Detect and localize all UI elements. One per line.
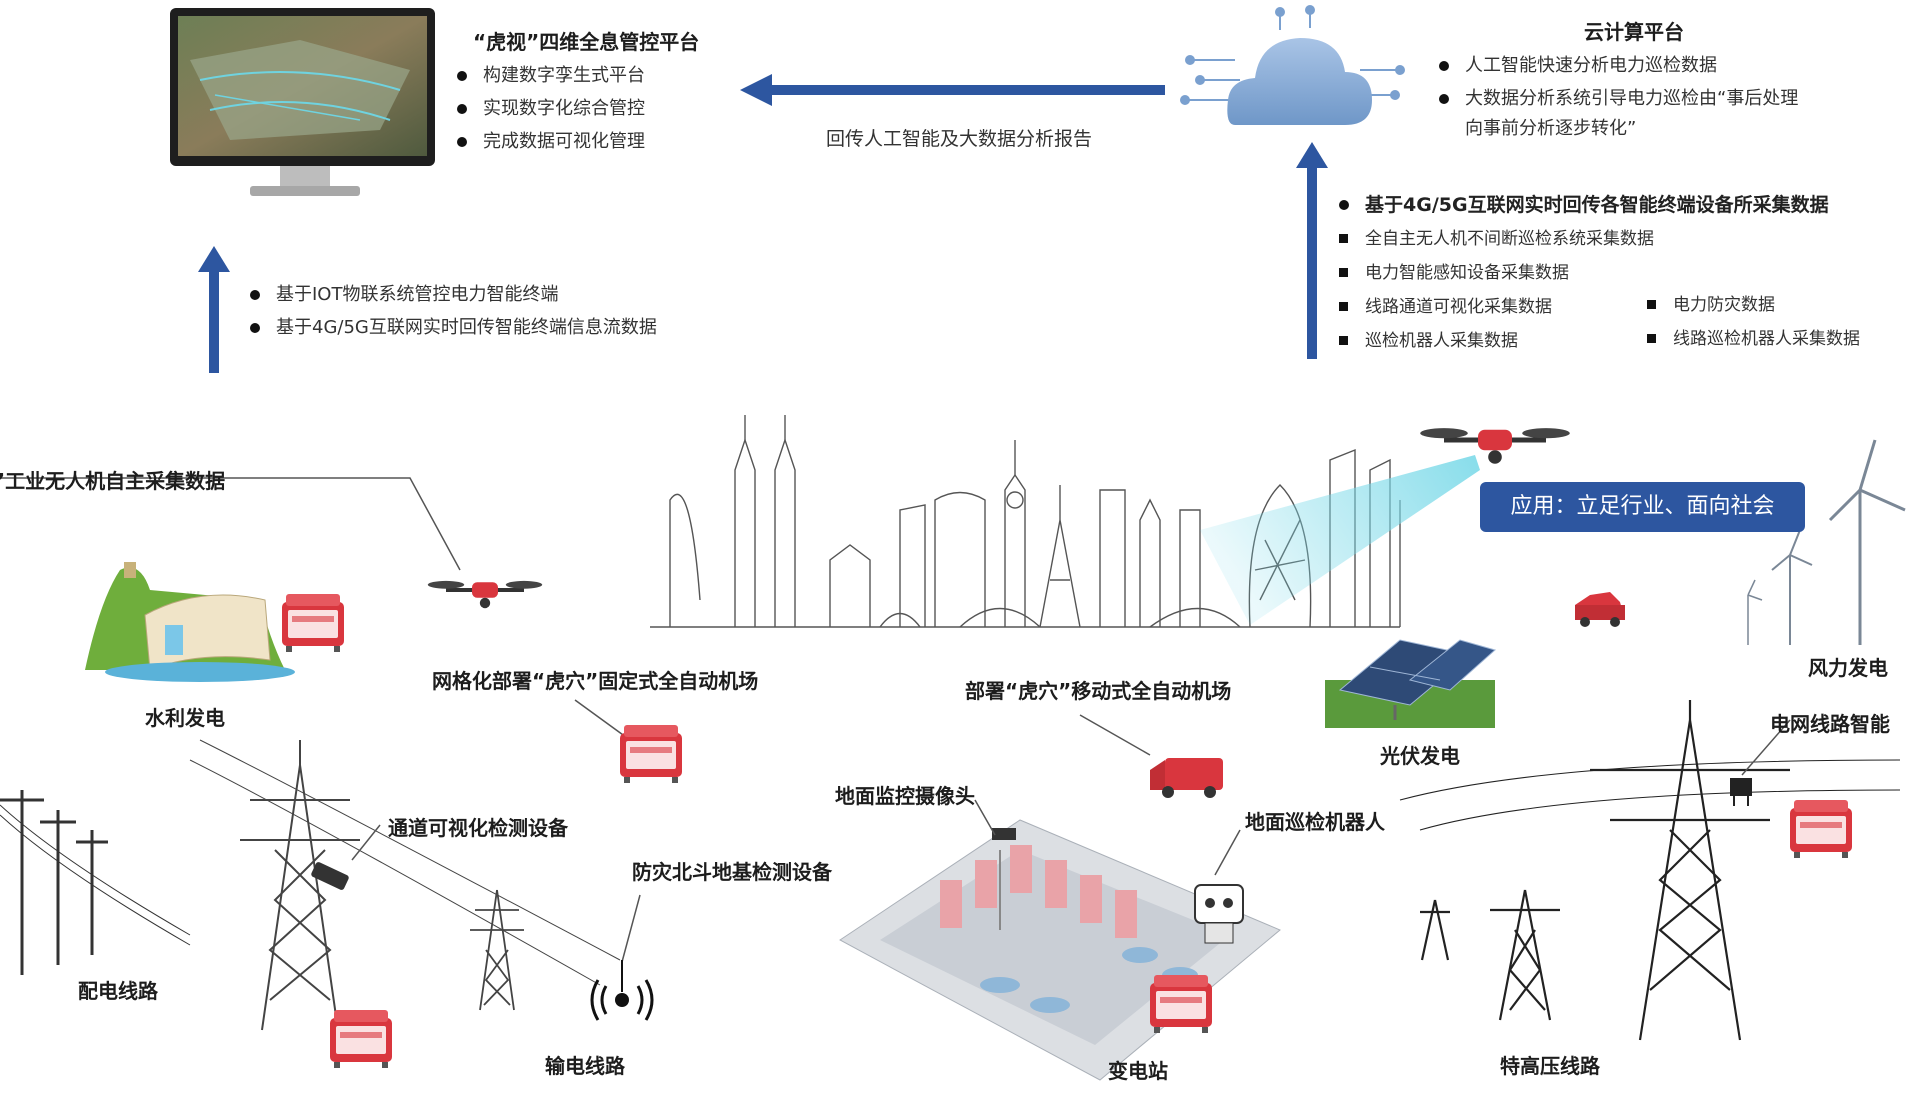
- mobile-hangar-truck-icon: [1150, 758, 1223, 798]
- hydro-dam-icon: [85, 562, 295, 682]
- uhv-tower-icon: [1399, 700, 1901, 1041]
- inspection-robot-icon: [1194, 884, 1244, 944]
- data-uplink-item: 电力防灾数据: [1645, 288, 1860, 322]
- wind-label: 风力发电: [1808, 656, 1888, 680]
- cloud-item: 人工智能快速分析电力巡检数据: [1437, 49, 1798, 82]
- cloud-title: 云计算平台: [1584, 20, 1684, 44]
- hydro-label: 水利发电: [145, 706, 225, 730]
- transmission-label: 输电线路: [545, 1054, 625, 1078]
- data-uplink-item: 全自主无人机不间断巡检系统采集数据: [1337, 222, 1829, 256]
- platform-item: 完成数据可视化管理: [455, 125, 699, 158]
- grid-hangar-label: 网格化部署“虎穴”固定式全自动机场: [432, 669, 759, 693]
- cloud-item-continued: 向事前分析逐步转化”: [1465, 118, 1637, 139]
- data-uplink-item: 巡检机器人采集数据: [1337, 324, 1829, 358]
- grid-smart-label: 电网线路智能: [1770, 712, 1890, 736]
- camera-leader: [974, 799, 996, 836]
- data-uplink-item: 线路通道可视化采集数据: [1337, 290, 1829, 324]
- channel-camera-icon: [311, 862, 349, 890]
- uhv-label: 特高压线路: [1500, 1054, 1600, 1078]
- pickup-truck-icon: [1575, 592, 1625, 627]
- robot-label: 地面巡检机器人: [1245, 810, 1385, 834]
- iot-item: 基于4G/5G互联网实时回传智能终端信息流数据: [248, 311, 657, 344]
- grid-hangar-icon: [620, 725, 682, 783]
- substation-label: 变电站: [1108, 1059, 1168, 1083]
- report-arrow-label: 回传人工智能及大数据分析报告: [826, 128, 1093, 150]
- channel-device-leader: [351, 824, 381, 861]
- data-uplink-header-text: 基于4G/5G互联网实时回传各智能终端设备所采集数据: [1365, 194, 1829, 216]
- monitor-icon: [170, 8, 435, 196]
- iot-uplink-arrow: [198, 246, 230, 373]
- data-uplink-item: 电力智能感知设备采集数据: [1337, 256, 1829, 290]
- cloud-item: 大数据分析系统引导电力巡检由“事后处理: [1437, 82, 1798, 115]
- platform-item: 实现数字化综合管控: [455, 92, 699, 125]
- data-uplink-arrow: [1296, 142, 1328, 359]
- platform-title: “虎视”四维全息管控平台: [473, 30, 700, 54]
- transmission-tower-small-icon: [470, 889, 524, 1011]
- city-skyline: [650, 415, 1401, 628]
- hydro-hangar-icon: [282, 594, 344, 652]
- data-uplink-block: 基于4G/5G互联网实时回传各智能终端设备所采集数据 全自主无人机不间断巡检系统…: [1337, 190, 1860, 358]
- report-arrow: [740, 74, 1165, 106]
- beidou-leader: [621, 894, 641, 963]
- transmission-tower-icon: [189, 739, 621, 1031]
- transmission-hangar-icon: [330, 1010, 392, 1068]
- drone-leader-line: [0, 477, 461, 571]
- substation-hangar-icon: [1150, 975, 1212, 1033]
- platform-item: 构建数字孪生式平台: [455, 59, 699, 92]
- grid-smart-leader: [1741, 719, 1791, 776]
- channel-device-label: 通道可视化检测设备: [388, 816, 568, 840]
- data-uplink-item: 线路巡检机器人采集数据: [1645, 322, 1860, 356]
- beidou-label: 防灾北斗地基检测设备: [632, 860, 832, 884]
- distribution-pole-icon: [0, 790, 191, 975]
- distribution-label: 配电线路: [78, 979, 158, 1003]
- uhv-hangar-icon: [1790, 800, 1852, 858]
- iot-uplink-block: 基于IOT物联系统管控电力智能终端 基于4G/5G互联网实时回传智能终端信息流数…: [248, 278, 657, 344]
- grid-hangar-leader: [574, 699, 631, 741]
- mobile-hangar-leader: [1079, 714, 1151, 756]
- solar-label: 光伏发电: [1380, 744, 1460, 768]
- drone-collect-label: ”工业无人机自主采集数据: [0, 469, 226, 493]
- mobile-hangar-label: 部署“虎穴”移动式全自动机场: [965, 679, 1232, 703]
- cloud-block: 云计算平台 人工智能快速分析电力巡检数据 大数据分析系统引导电力巡检由“事后处理…: [1437, 16, 1798, 143]
- robot-leader: [1214, 829, 1241, 876]
- drone-scan-beam: [1200, 455, 1480, 625]
- city-drone-icon: [1420, 428, 1570, 464]
- platform-block: “虎视”四维全息管控平台 构建数字孪生式平台 实现数字化综合管控 完成数据可视化…: [455, 26, 699, 158]
- beidou-antenna-icon: [590, 960, 654, 1021]
- iot-item: 基于IOT物联系统管控电力智能终端: [248, 278, 657, 311]
- solar-panel-icon: [1325, 639, 1497, 728]
- line-sensor-icon: [1730, 778, 1752, 806]
- data-uplink-header: 基于4G/5G互联网实时回传各智能终端设备所采集数据: [1337, 190, 1829, 220]
- drone-icon: [425, 578, 545, 611]
- wind-turbine-icon: [1747, 439, 1906, 645]
- cloud-icon: [1180, 5, 1405, 125]
- substation-icon: [839, 819, 1281, 1081]
- application-banner: 应用：立足行业、面向社会: [1480, 482, 1805, 532]
- camera-label: 地面监控摄像头: [835, 784, 975, 808]
